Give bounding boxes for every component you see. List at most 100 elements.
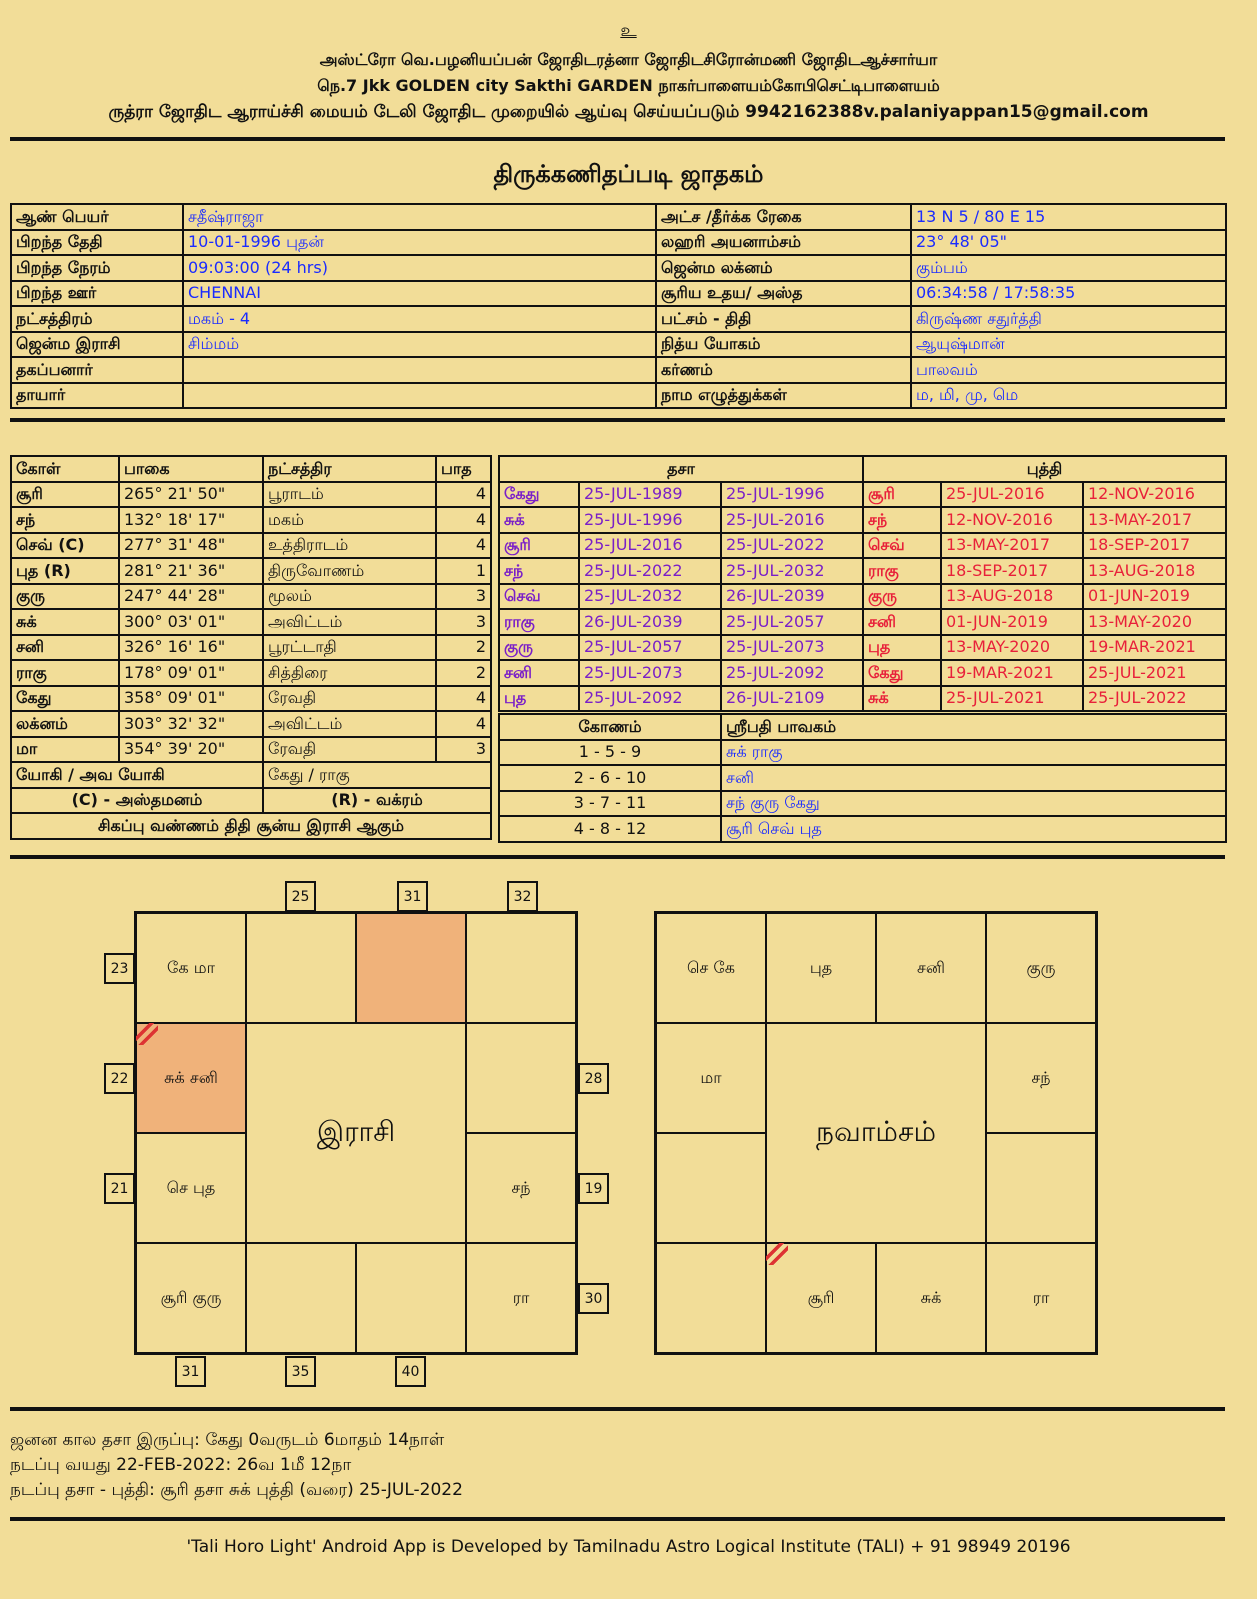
- dasa-planet: சூரி: [498, 531, 580, 559]
- note-row: சிகப்பு வண்ணம் திதி சூன்ய இராசி ஆகும்: [10, 812, 492, 840]
- planet-nakshatra: திருவோணம்: [262, 557, 437, 585]
- planet-degree: 277° 31' 48": [118, 531, 264, 559]
- planet-row: மா354° 39' 20"ரேவதி3: [10, 735, 492, 763]
- house-degree-box: 31: [175, 1356, 206, 1387]
- info-value: சதீஷ்ராஜா: [182, 203, 657, 231]
- bhukti-end: 13-MAY-2020: [1081, 608, 1228, 636]
- chart-house: சுக் சனி: [136, 1023, 246, 1133]
- page-title: திருக்கணிதப்படி ஜாதகம்: [493, 160, 764, 188]
- planet-degree: 326° 16' 16": [118, 633, 264, 661]
- planet-row: புத (R)281° 21' 36"திருவோணம்1: [10, 557, 492, 585]
- planet-name: சனி: [10, 633, 120, 661]
- dasa-end: 25-JUL-1996: [720, 480, 864, 508]
- planet-name: சுக்: [10, 608, 120, 636]
- house-degree-box: 19: [578, 1173, 609, 1204]
- dasa-start: 25-JUL-2073: [578, 659, 722, 687]
- current-age: நடப்பு வயது 22-FEB-2022: 26வ 1மீ 12நா: [10, 1455, 352, 1475]
- column-header: பாத: [435, 455, 492, 483]
- chart-house: சூரி குரு: [136, 1243, 246, 1353]
- retro-legend: (R) - வக்ரம்: [262, 786, 492, 814]
- planet-degree: 354° 39' 20": [118, 735, 264, 763]
- divider: [10, 137, 1225, 141]
- info-value: [182, 381, 657, 409]
- chart-house: சந்: [466, 1133, 576, 1243]
- info-value: கிருஷ்ண சதுர்த்தி: [910, 305, 1227, 333]
- info-label: பிறந்த தேதி: [10, 228, 184, 256]
- planet-degree: 132° 18' 17": [118, 506, 264, 534]
- bhukti-planet: கேது: [862, 659, 942, 687]
- planet-name: மா: [10, 735, 120, 763]
- bhukti-start: 13-AUG-2018: [940, 582, 1084, 610]
- bhukti-start: 13-MAY-2020: [940, 633, 1084, 661]
- info-label: நாம எழுத்துக்கள்: [655, 381, 912, 409]
- planet-degree: 300° 03' 01": [118, 608, 264, 636]
- dasa-header: தசா: [498, 455, 864, 483]
- planet-degree: 358° 09' 01": [118, 684, 264, 712]
- info-row: தகப்பனார் கர்ணம்பாலவம்: [10, 356, 1227, 384]
- bhukti-start: 19-MAR-2021: [940, 659, 1084, 687]
- info-value: 13 N 5 / 80 E 15: [910, 203, 1227, 231]
- sripathi-planets: சந் குரு கேது: [720, 789, 1227, 817]
- chart-house: [246, 1243, 356, 1353]
- app-credit: 'Tali Horo Light' Android App is Develop…: [186, 1537, 1071, 1557]
- chart-house: [986, 1133, 1096, 1243]
- top-mark: உ: [620, 20, 637, 41]
- divider: [10, 1407, 1225, 1411]
- chart-house: [356, 1243, 466, 1353]
- bhukti-start: 25-JUL-2016: [940, 480, 1084, 508]
- bhukti-end: 25-JUL-2022: [1081, 684, 1228, 712]
- combust-legend: (C) - அஸ்தமனம்: [10, 786, 264, 814]
- column-header: கோணம்: [498, 713, 722, 741]
- column-header: நட்சத்திர: [262, 455, 437, 483]
- bhukti-header: புத்தி: [861, 455, 1228, 483]
- chart-house: சூரி: [766, 1243, 876, 1353]
- info-value: பாலவம்: [910, 356, 1227, 384]
- bhukti-planet: ராகு: [862, 557, 942, 585]
- planet-row: லக்னம்303° 32' 32"அவிட்டம்4: [10, 710, 492, 738]
- planet-name: செவ் (C): [10, 531, 120, 559]
- chart-house: [246, 913, 356, 1023]
- chart-house: ரா: [466, 1243, 576, 1353]
- dasa-start: 25-JUL-2057: [578, 633, 722, 661]
- bhukti-end: 01-JUN-2019: [1081, 582, 1228, 610]
- info-value: 10-01-1996 புதன்: [182, 228, 657, 256]
- konam-group: 2 - 6 - 10: [498, 764, 722, 792]
- planet-pada: 3: [435, 582, 492, 610]
- tithi-shunya-marker: [766, 1243, 788, 1265]
- info-value: [182, 356, 657, 384]
- house-degree-box: 30: [578, 1283, 609, 1314]
- info-label: தகப்பனார்: [10, 356, 184, 384]
- bhukti-end: 13-MAY-2017: [1081, 506, 1228, 534]
- divider: [10, 1517, 1225, 1521]
- divider: [10, 418, 1225, 422]
- planet-nakshatra: ரேவதி: [262, 684, 437, 712]
- house-degree-box: 32: [507, 881, 538, 912]
- bhukti-planet: சந்: [862, 506, 942, 534]
- planet-name: ராகு: [10, 659, 120, 687]
- dasa-start: 25-JUL-1989: [578, 480, 722, 508]
- astrologer-name: அஸ்ட்ரோ வெ.பழனியப்பன் ஜோதிடரத்னா ஜோதிடசி…: [319, 50, 938, 69]
- yogi-label: யோகி / அவ யோகி: [10, 761, 264, 789]
- planet-row: குரு247° 44' 28"மூலம்3: [10, 582, 492, 610]
- sripathi-planets: சூரி செவ் புத: [720, 815, 1227, 843]
- chart-house: கே மா: [136, 913, 246, 1023]
- info-label: பிறந்த நேரம்: [10, 254, 184, 282]
- chart-house: செ புத: [136, 1133, 246, 1243]
- dasa-planet: சுக்: [498, 506, 580, 534]
- info-label: நட்சத்திரம்: [10, 305, 184, 333]
- sripathi-planets: சுக் ராகு: [720, 738, 1227, 766]
- bhukti-start: 12-NOV-2016: [940, 506, 1084, 534]
- house-degree-box: 21: [104, 1173, 135, 1204]
- info-label: கர்ணம்: [655, 356, 912, 384]
- dasa-end: 25-JUL-2032: [720, 557, 864, 585]
- planet-pada: 4: [435, 531, 492, 559]
- planet-nakshatra: ரேவதி: [262, 735, 437, 763]
- chart-title: இராசி: [246, 1023, 466, 1243]
